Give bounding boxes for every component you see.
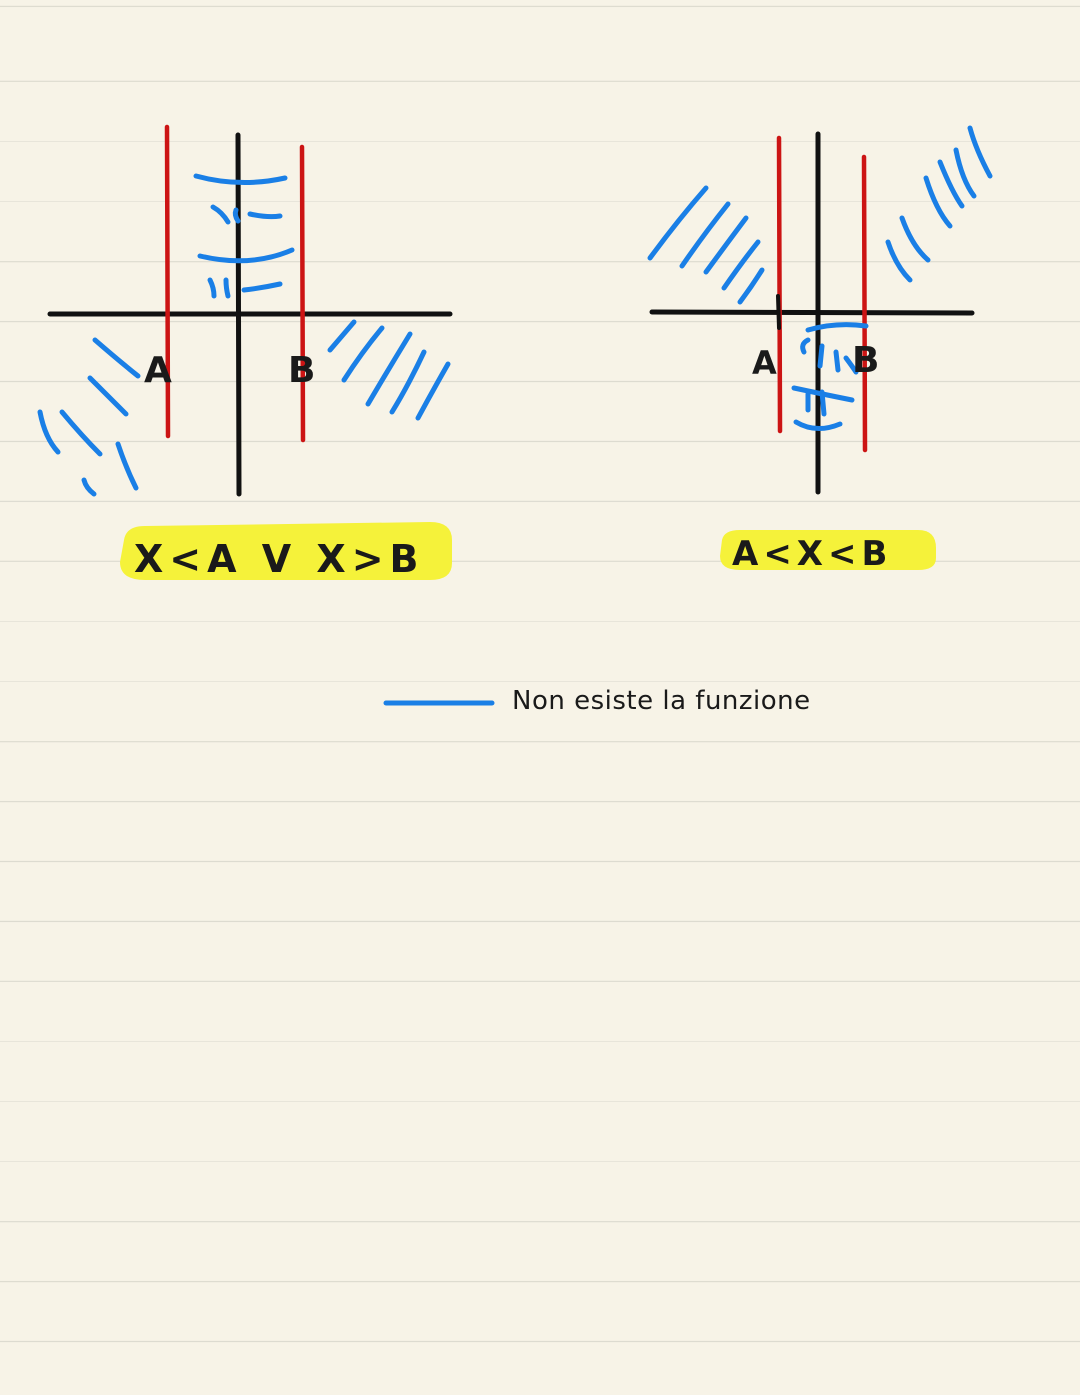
asymptote-a [164,124,171,439]
label-b: B [288,350,315,391]
hatch-upper-left [647,185,765,305]
y-axis [235,132,242,497]
legend-label: Non esiste la funzione [512,686,811,716]
label-a: A [752,344,777,382]
diagram-outside-interval: A B X<A V X>B [37,124,453,581]
tick-a [776,294,781,330]
hatch-lower-left [37,337,141,497]
hatch-middle-lower [791,322,869,431]
hatch-lower-right [327,319,451,421]
label-b: B [852,340,879,381]
diagram-inside-interval: A B A<X<B [647,125,993,574]
asymptote-b [861,154,868,453]
condition-highlight [120,522,452,580]
asymptote-b [299,144,306,443]
condition-text: A<X<B [732,534,892,574]
hatch-middle-upper [193,173,295,299]
label-a: A [144,350,172,391]
asymptote-a [776,135,783,434]
condition-highlight [720,530,936,570]
hatch-upper-right [885,125,993,283]
x-axis [649,309,975,316]
condition-text: X<A V X>B [134,537,425,581]
